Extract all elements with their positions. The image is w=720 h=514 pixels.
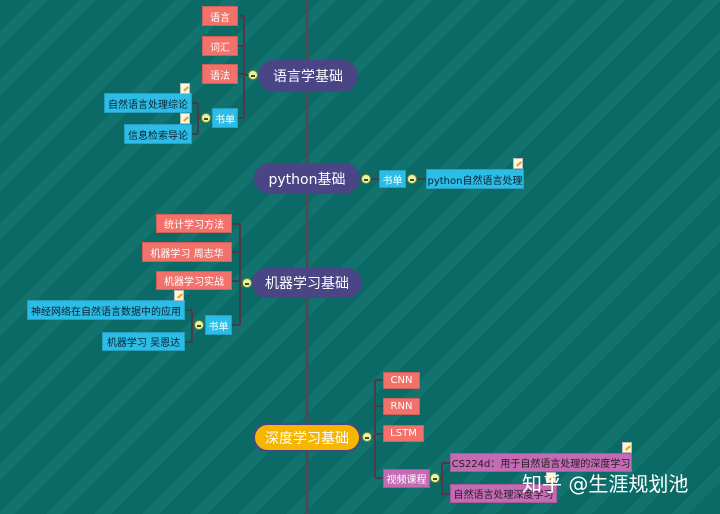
collapse-toggle-icon[interactable] bbox=[407, 174, 417, 184]
courses-node[interactable]: 视频课程 bbox=[383, 469, 430, 488]
topic-deep-learning[interactable]: 深度学习基础 bbox=[253, 423, 361, 452]
collapse-toggle-icon[interactable] bbox=[201, 113, 211, 123]
book-node[interactable]: 机器学习 吴恩达 bbox=[102, 332, 185, 351]
book-node[interactable]: 神经网络在自然语言数据中的应用 bbox=[27, 300, 185, 320]
leaf-node[interactable]: LSTM bbox=[383, 425, 424, 442]
collapse-toggle-icon[interactable] bbox=[430, 473, 440, 483]
collapse-toggle-icon[interactable] bbox=[248, 70, 258, 80]
leaf-node[interactable]: 统计学习方法 bbox=[156, 214, 232, 233]
course-node[interactable]: 自然语言处理深度学习 bbox=[450, 484, 557, 503]
leaf-node[interactable]: RNN bbox=[383, 398, 420, 415]
note-icon[interactable] bbox=[622, 442, 632, 453]
collapse-toggle-icon[interactable] bbox=[361, 174, 371, 184]
booklist-node[interactable]: 书单 bbox=[212, 108, 238, 128]
course-node[interactable]: CS224d：用于自然语言处理的深度学习 bbox=[450, 453, 632, 472]
leaf-node[interactable]: 词汇 bbox=[202, 36, 238, 56]
leaf-node[interactable]: 语言 bbox=[202, 6, 238, 26]
leaf-node[interactable]: 机器学习 周志华 bbox=[142, 242, 232, 262]
collapse-toggle-icon[interactable] bbox=[362, 432, 372, 442]
note-icon[interactable] bbox=[513, 158, 523, 169]
booklist-node[interactable]: 书单 bbox=[379, 170, 406, 188]
leaf-node[interactable]: 语法 bbox=[202, 64, 238, 84]
leaf-node[interactable]: CNN bbox=[383, 372, 420, 389]
book-node[interactable]: 信息检索导论 bbox=[124, 124, 192, 144]
collapse-toggle-icon[interactable] bbox=[194, 320, 204, 330]
note-icon[interactable] bbox=[180, 113, 190, 124]
topic-python[interactable]: python基础 bbox=[254, 163, 360, 194]
book-node[interactable]: 自然语言处理综论 bbox=[104, 93, 192, 113]
booklist-node[interactable]: 书单 bbox=[205, 315, 232, 335]
collapse-toggle-icon[interactable] bbox=[242, 278, 252, 288]
leaf-node[interactable]: 机器学习实战 bbox=[156, 271, 232, 290]
book-node[interactable]: python自然语言处理 bbox=[426, 169, 524, 189]
note-icon[interactable] bbox=[546, 472, 556, 483]
note-icon[interactable] bbox=[174, 290, 184, 301]
topic-linguistics[interactable]: 语言学基础 bbox=[258, 60, 358, 92]
note-icon[interactable] bbox=[180, 83, 190, 94]
topic-machine-learning[interactable]: 机器学习基础 bbox=[252, 268, 362, 298]
watermark: 知乎 @生涯规划池 bbox=[522, 472, 689, 496]
